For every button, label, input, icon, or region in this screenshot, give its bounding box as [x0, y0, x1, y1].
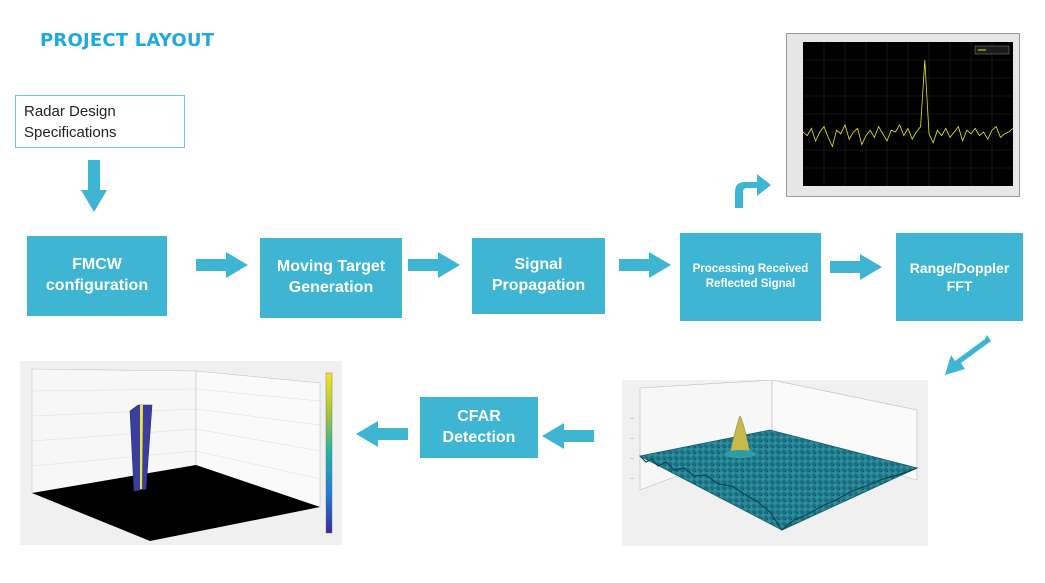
- arrow-right-2: [408, 252, 460, 278]
- block-signal-line2: Propagation: [491, 277, 586, 294]
- arrow-right-4: [830, 254, 882, 280]
- radar-spec-box: Radar Design Specifications: [15, 95, 185, 148]
- arrow-diagonal-down-left: [945, 335, 991, 375]
- spec-line-1: Radar Design: [24, 103, 116, 120]
- block-processing-line1: Processing Received: [692, 263, 809, 276]
- range-doppler-surface: — — — —: [630, 380, 919, 531]
- svg-text:—: —: [630, 416, 634, 421]
- arrow-curved-up-right: [735, 174, 771, 208]
- arrow-right-1: [196, 252, 248, 278]
- spec-line-2: Specifications: [24, 124, 117, 141]
- arrow-left-1: [542, 423, 594, 449]
- arrow-right-3: [619, 252, 671, 278]
- spectrum-series-line: [802, 59, 1014, 148]
- svg-text:—: —: [630, 436, 634, 441]
- block-cfar-line1: CFAR: [457, 407, 501, 425]
- block-moving-line1: Moving Target: [276, 258, 386, 276]
- cfar-result-surface: [31, 368, 333, 541]
- arrow-left-2: [356, 421, 408, 447]
- block-rd-line2: FFT: [946, 278, 973, 294]
- spectrum-legend: [974, 45, 1010, 55]
- block-moving-line2: Generation: [288, 279, 374, 296]
- page-title: PROJECT LAYOUT: [40, 30, 215, 51]
- block-processing-line2: Reflected Signal: [705, 278, 796, 290]
- block-fmcw-configuration: FMCW configuration: [27, 236, 167, 316]
- block-cfar-line2: Detection: [442, 428, 516, 446]
- svg-text:—: —: [630, 476, 634, 481]
- block-fmcw-line1: FMCW: [72, 256, 122, 274]
- cfar-result-panel: [20, 361, 342, 545]
- svg-text:—: —: [630, 456, 634, 461]
- spectrum-chart-panel: [786, 33, 1020, 197]
- block-cfar-detection: CFAR Detection: [420, 397, 538, 458]
- range-doppler-surface-panel: — — — —: [622, 380, 928, 546]
- block-rd-line1: Range/Doppler: [909, 259, 1010, 276]
- arrow-down-spec: [81, 160, 107, 212]
- block-signal-line1: Signal: [514, 256, 563, 274]
- block-fmcw-line2: configuration: [45, 277, 149, 294]
- spectrum-chart: [802, 42, 1014, 186]
- colorbar: [325, 372, 333, 534]
